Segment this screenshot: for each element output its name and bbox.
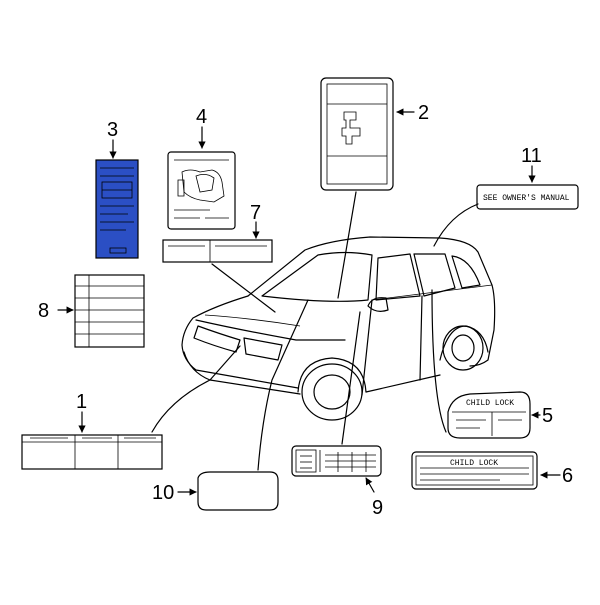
leader-line-5-6 (431, 289, 447, 433)
vehicle-outline (181, 236, 496, 421)
label-part-1 (21, 434, 163, 470)
leader-line-11 (433, 203, 479, 247)
label-part-9 (291, 445, 382, 477)
label-part-3-highlighted (95, 159, 139, 259)
callout-8: 8 (38, 300, 49, 322)
child-lock-text-5: CHILD LOCK (466, 399, 514, 408)
callout-6: 6 (562, 465, 573, 487)
callout-4: 4 (196, 106, 207, 128)
callout-arrow-9 (365, 477, 375, 493)
label-part-8 (74, 274, 145, 348)
label-part-10 (197, 471, 279, 511)
label-part-6: CHILD LOCK (411, 451, 538, 490)
leader-line-10 (257, 299, 309, 471)
label-part-11: SEE OWNER'S MANUAL (476, 184, 579, 210)
label-part-2 (320, 77, 394, 191)
callout-3: 3 (107, 119, 118, 141)
label-part-7 (162, 239, 273, 263)
callout-9: 9 (372, 497, 383, 519)
callout-10: 10 (152, 482, 174, 504)
callout-5: 5 (542, 405, 553, 427)
child-lock-text-6: CHILD LOCK (450, 459, 498, 468)
label-part-5: CHILD LOCK (447, 391, 531, 439)
manual-note-text: SEE OWNER'S MANUAL (483, 194, 570, 203)
leader-line-9 (341, 311, 361, 445)
callout-1: 1 (76, 391, 87, 413)
leader-line-7 (211, 263, 276, 313)
callout-11: 11 (521, 145, 542, 167)
callout-2: 2 (418, 102, 429, 124)
callout-7: 7 (250, 202, 261, 224)
leader-line-1 (151, 345, 241, 433)
label-part-4 (167, 151, 236, 230)
leader-line-2 (337, 191, 357, 299)
